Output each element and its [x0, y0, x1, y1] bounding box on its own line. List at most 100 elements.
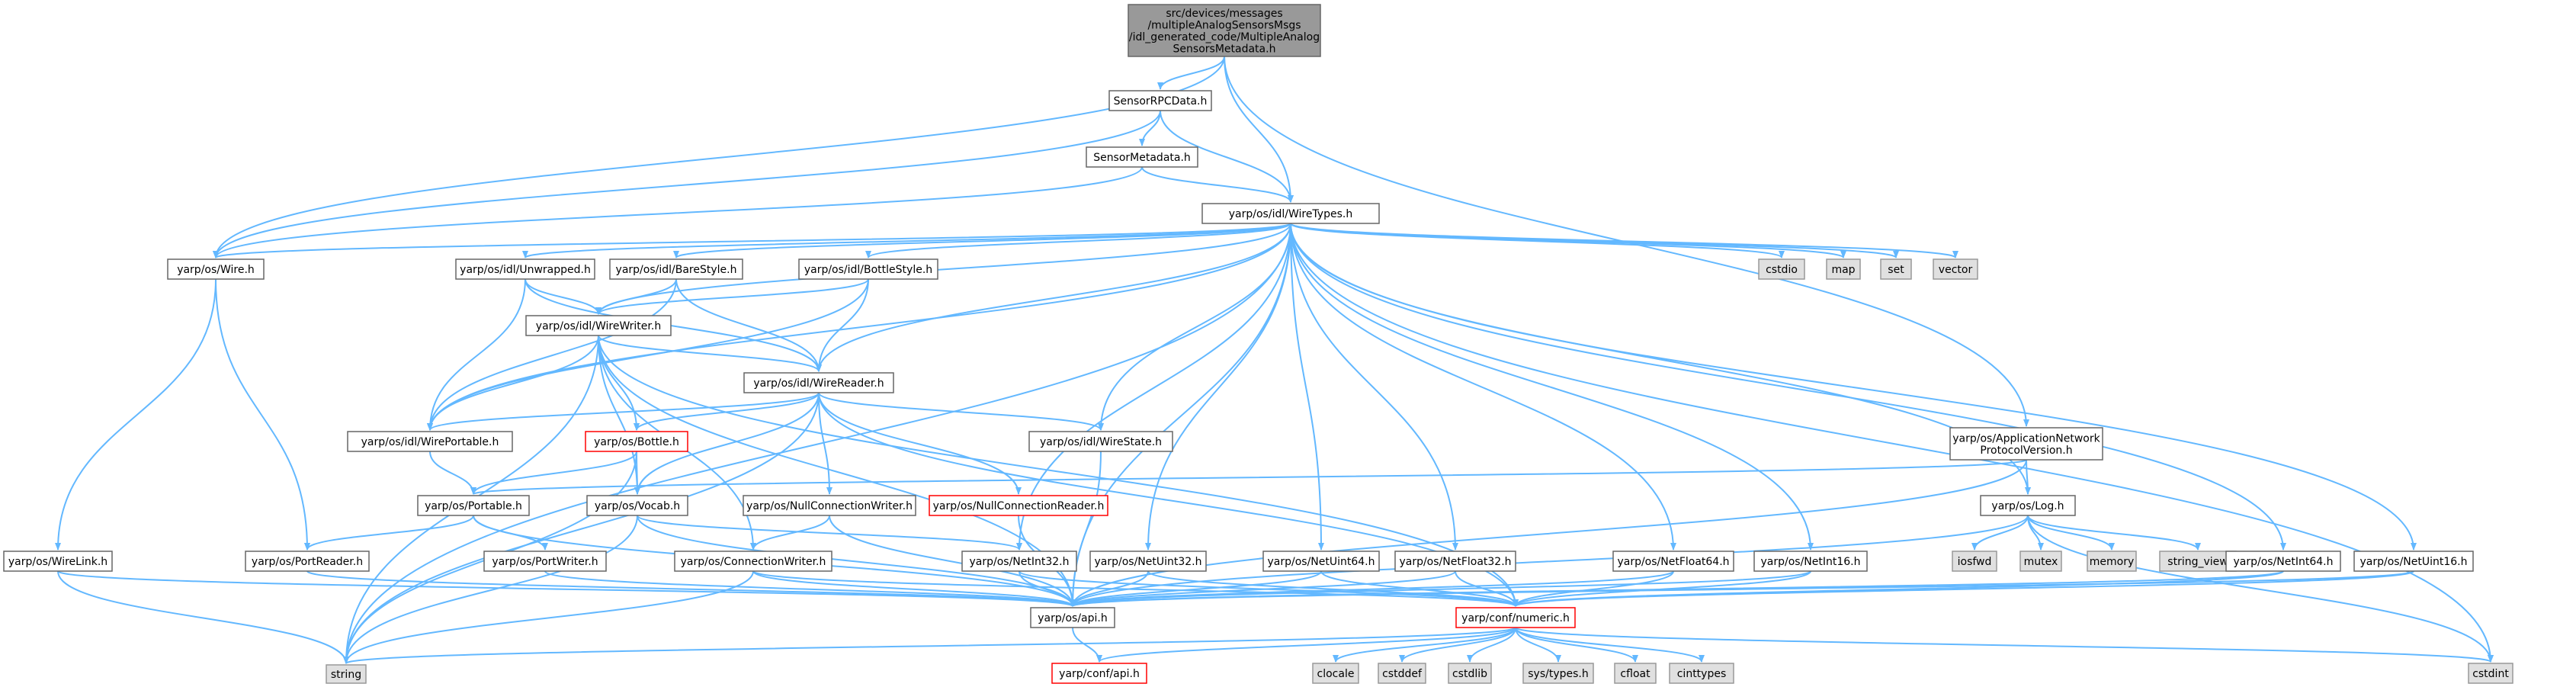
node-cstddef[interactable]: cstddef — [1378, 663, 1426, 684]
node-set[interactable]: set — [1880, 258, 1912, 280]
node-box — [1030, 607, 1115, 628]
edge-ww-to-wp — [427, 335, 599, 431]
node-cstdio[interactable]: cstdio — [1758, 258, 1805, 280]
edge-ww-to-vocab — [598, 335, 640, 495]
edge-wr-to-bottle — [634, 392, 820, 431]
node-ww[interactable]: yarp/os/idl/WireWriter.h — [525, 315, 672, 336]
edge-ni64-to-numeric — [1513, 570, 2284, 607]
node-box — [1826, 258, 1861, 280]
node-nu64[interactable]: yarp/os/NetUint64.h — [1262, 551, 1380, 572]
node-wp[interactable]: yarp/os/idl/WirePortable.h — [347, 431, 513, 452]
node-label: /multipleAnalogSensorsMsgs — [1147, 19, 1301, 31]
edge-nf32-to-api — [1070, 570, 1456, 607]
edge-nu32-to-numeric — [1147, 570, 1519, 607]
node-ni16[interactable]: yarp/os/NetInt16.h — [1753, 551, 1868, 572]
edge-ncw-to-connwriter — [750, 515, 830, 551]
node-memory[interactable]: memory — [2087, 551, 2137, 572]
node-meta[interactable]: SensorMetadata.h — [1086, 146, 1198, 168]
node-wirestate[interactable]: yarp/os/idl/WireState.h — [1028, 431, 1173, 452]
node-apnv[interactable]: yarp/os/ApplicationNetworkProtocolVersio… — [1949, 427, 2103, 461]
node-nf32[interactable]: yarp/os/NetFloat32.h — [1394, 551, 1516, 572]
node-box — [1952, 551, 1997, 572]
node-root[interactable]: src/devices/messages/multipleAnalogSenso… — [1128, 4, 1321, 57]
edge-unwrapped-to-ww — [525, 278, 601, 315]
edge-rpc-to-wt — [1160, 110, 1294, 203]
edge-wt-to-nf32 — [1290, 223, 1458, 551]
node-ni32[interactable]: yarp/os/NetInt32.h — [961, 551, 1077, 572]
node-mutex[interactable]: mutex — [2019, 551, 2062, 572]
edge-root-to-rpc — [1157, 56, 1225, 90]
node-box — [2159, 551, 2237, 572]
node-string[interactable]: string — [326, 664, 367, 684]
node-box — [1448, 663, 1492, 684]
node-cinttypes[interactable]: cinttypes — [1669, 663, 1734, 684]
node-label: clocale — [1317, 668, 1355, 680]
node-bottlestyle[interactable]: yarp/os/idl/BottleStyle.h — [798, 258, 938, 280]
edge-meta-to-wt — [1141, 166, 1294, 203]
node-ncr[interactable]: yarp/os/NullConnectionReader.h — [929, 495, 1108, 516]
node-box — [2468, 663, 2513, 684]
node-cfloat[interactable]: cfloat — [1614, 663, 1657, 684]
node-label: cstdlib — [1452, 668, 1487, 680]
node-nf64[interactable]: yarp/os/NetFloat64.h — [1612, 551, 1734, 572]
edge-portwriter-to-api — [544, 570, 1076, 607]
edge-wt-to-bare — [673, 223, 1291, 258]
node-cstdlib[interactable]: cstdlib — [1448, 663, 1492, 684]
node-wirelink[interactable]: yarp/os/WireLink.h — [3, 551, 113, 572]
node-portwriter[interactable]: yarp/os/PortWriter.h — [483, 551, 607, 572]
node-box — [2225, 551, 2341, 572]
node-box — [1086, 146, 1198, 168]
node-confapi[interactable]: yarp/conf/api.h — [1051, 663, 1147, 684]
edge-numeric-to-cstddef — [1399, 627, 1516, 663]
node-connwriter[interactable]: yarp/os/ConnectionWriter.h — [674, 551, 832, 572]
edge-wt-to-api — [1070, 223, 1291, 607]
node-box — [2019, 551, 2062, 572]
node-box — [1949, 427, 2103, 461]
node-box — [1933, 258, 1978, 280]
edge-wt-to-nu64 — [1290, 223, 1324, 551]
node-box — [609, 258, 743, 280]
node-box — [1312, 663, 1359, 684]
node-label: yarp/os/Vocab.h — [595, 500, 680, 512]
edge-api-to-confapi — [1072, 627, 1102, 663]
node-wt[interactable]: yarp/os/idl/WireTypes.h — [1201, 203, 1380, 224]
node-wire[interactable]: yarp/os/Wire.h — [167, 258, 265, 280]
node-vocab[interactable]: yarp/os/Vocab.h — [586, 495, 688, 516]
node-vector[interactable]: vector — [1933, 258, 1978, 280]
node-bottle[interactable]: yarp/os/Bottle.h — [585, 431, 688, 452]
node-map[interactable]: map — [1826, 258, 1861, 280]
node-log[interactable]: yarp/os/Log.h — [1980, 495, 2076, 516]
edge-meta-to-wire — [213, 166, 1143, 258]
node-wr[interactable]: yarp/os/idl/WireReader.h — [743, 372, 894, 393]
node-cstdint[interactable]: cstdint — [2468, 663, 2513, 684]
edge-apnv-to-log — [2024, 459, 2031, 495]
edge-wt-to-cstdint — [1290, 223, 2494, 663]
node-nu16[interactable]: yarp/os/NetUint16.h — [2353, 551, 2474, 572]
node-systypes[interactable]: sys/types.h — [1522, 663, 1594, 684]
edge-apnv-to-portable — [470, 459, 2027, 495]
node-ni64[interactable]: yarp/os/NetInt64.h — [2225, 551, 2341, 572]
node-rpc[interactable]: SensorRPCData.h — [1108, 90, 1212, 111]
node-box — [3, 551, 113, 572]
edge-numeric-to-cinttypes — [1515, 627, 1705, 663]
edge-nu16-to-numeric — [1513, 570, 2414, 607]
node-label: yarp/os/idl/Unwrapped.h — [460, 264, 591, 276]
node-label: yarp/os/NetUint16.h — [2359, 556, 2467, 568]
node-portable[interactable]: yarp/os/Portable.h — [417, 495, 530, 516]
edge-wt-to-nu16 — [1290, 223, 2417, 551]
node-api[interactable]: yarp/os/api.h — [1030, 607, 1115, 628]
node-numeric[interactable]: yarp/conf/numeric.h — [1455, 607, 1576, 628]
node-nu32[interactable]: yarp/os/NetUint32.h — [1089, 551, 1207, 572]
node-unwrapped[interactable]: yarp/os/idl/Unwrapped.h — [455, 258, 595, 280]
node-label: yarp/os/idl/WireWriter.h — [536, 320, 661, 332]
node-label: yarp/os/Portable.h — [425, 500, 522, 512]
node-string_view[interactable]: string_view — [2159, 551, 2237, 572]
node-portreader[interactable]: yarp/os/PortReader.h — [245, 551, 370, 572]
node-box — [1028, 431, 1173, 452]
node-box — [1051, 663, 1147, 684]
edge-connwriter-to-api — [752, 570, 1076, 607]
node-bare[interactable]: yarp/os/idl/BareStyle.h — [609, 258, 743, 280]
node-ncw[interactable]: yarp/os/NullConnectionWriter.h — [743, 495, 916, 516]
node-clocale[interactable]: clocale — [1312, 663, 1359, 684]
node-iosfwd[interactable]: iosfwd — [1952, 551, 1997, 572]
